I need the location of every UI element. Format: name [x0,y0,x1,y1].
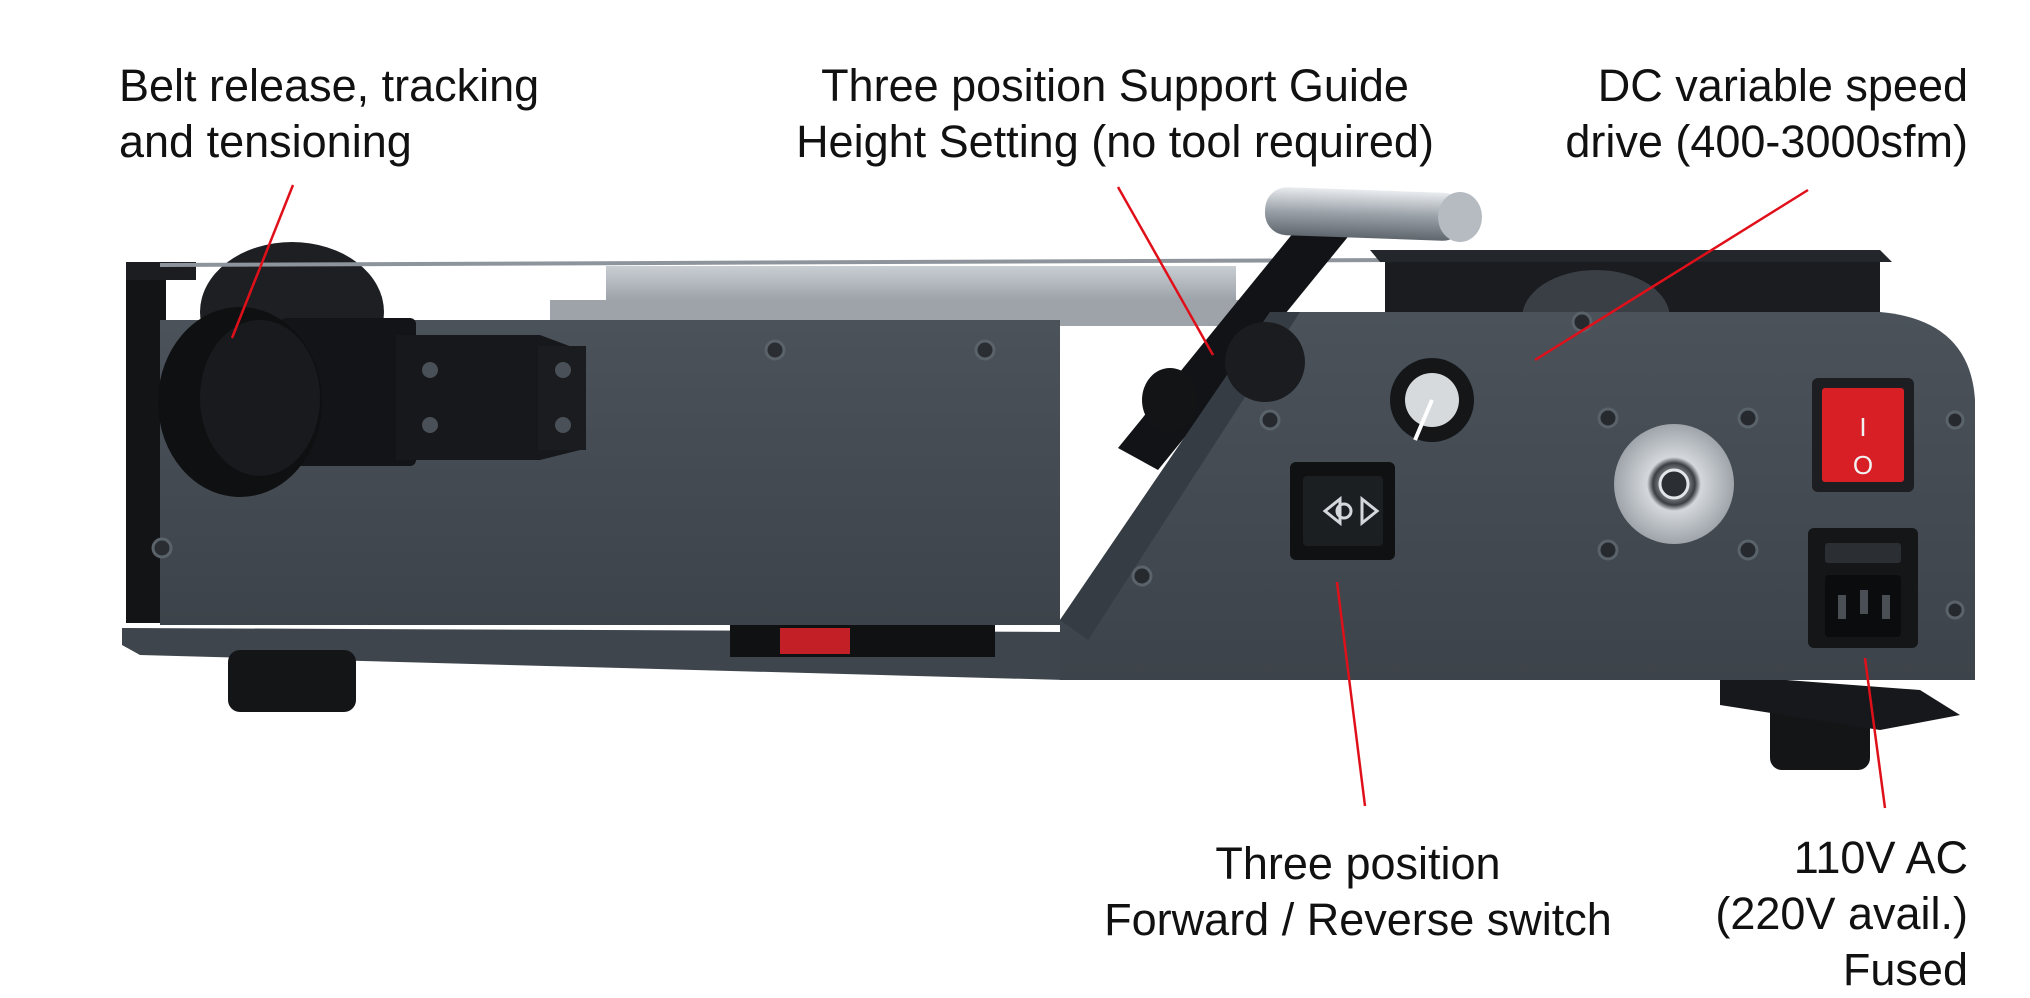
leader-line-guide [1116,186,1215,356]
leader-line-belt [230,184,295,339]
speed-knob [1390,358,1474,442]
leader-lines [230,184,1887,809]
power-off-symbol: O [1853,450,1873,480]
right-top-plate [1370,250,1892,262]
callout-power: 110V AC (220V avail.) Fused [1660,830,1968,998]
power-inlet [1808,528,1918,648]
callout-switch-line-2: Forward / Reverse switch [1104,894,1612,945]
callout-variable-speed: DC variable speed drive (400-3000sfm) [1500,58,1968,170]
callout-support-guide: Three position Support Guide Height Sett… [790,58,1440,170]
callout-power-line-3: Fused [1842,944,1968,995]
control-housing [1060,312,1975,680]
callout-belt-line-2: and tensioning [119,116,412,167]
forward-reverse-switch [1290,462,1395,560]
housing-slope [1060,312,1300,640]
callout-forward-reverse: Three position Forward / Reverse switch [1098,836,1618,948]
guide-lock-knob [1142,368,1198,432]
guide-knob [1225,322,1305,402]
callout-drive-line-2: drive (400-3000sfm) [1565,116,1968,167]
rear-foot-bracket [1720,675,1960,730]
left-end-bracket [126,262,196,623]
callout-guide-line-2: Height Setting (no tool required) [796,116,1434,167]
callout-power-line-2: (220V avail.) [1715,888,1968,939]
foot-left [228,650,356,712]
callout-power-line-1: 110V AC [1793,832,1968,883]
tension-assembly [158,307,586,497]
leader-line-drive [1534,188,1809,362]
leader-line-power [1863,657,1887,809]
base-label [730,625,995,657]
callout-belt-release: Belt release, tracking and tensioning [119,58,539,170]
callout-switch-line-1: Three position [1215,838,1501,889]
callout-guide-line-1: Three position Support Guide [821,60,1409,111]
leader-line-switch [1335,581,1367,807]
power-on-symbol: I [1859,412,1866,442]
callout-belt-line-1: Belt release, tracking [119,60,540,111]
callout-drive-line-1: DC variable speed [1597,60,1968,111]
power-rocker-switch [1812,378,1914,492]
